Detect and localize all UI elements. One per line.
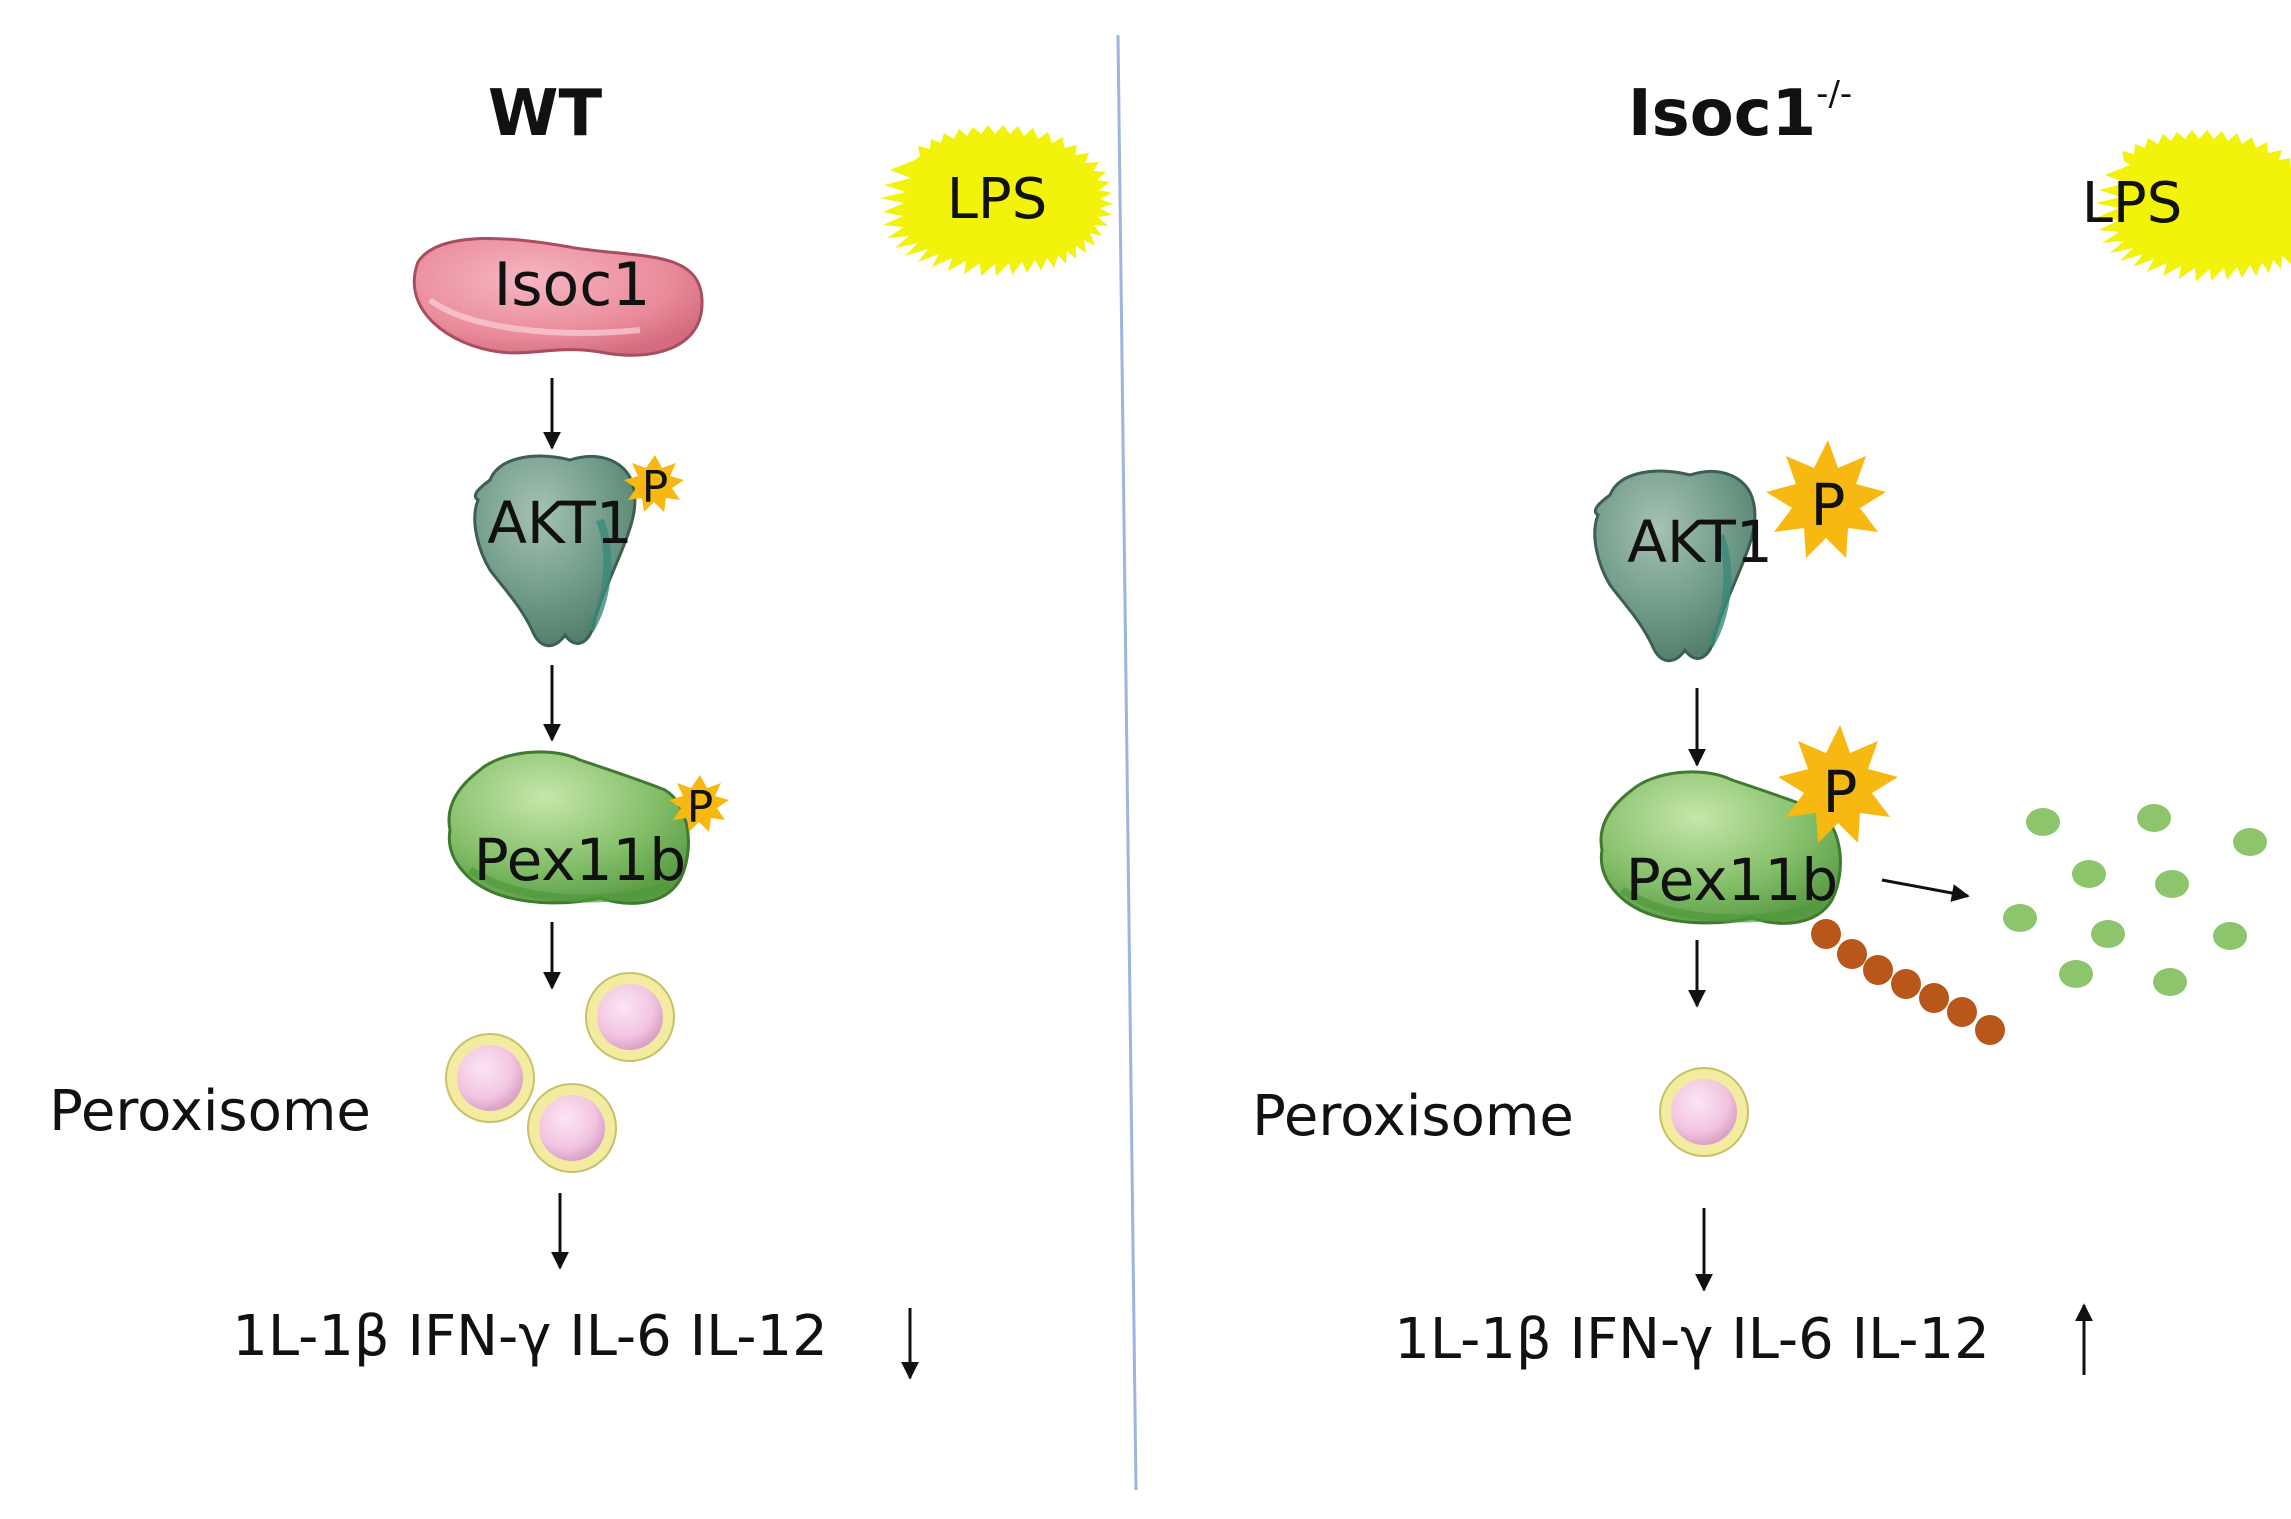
ko-pex11b-phospho-label: P bbox=[1823, 758, 1858, 826]
wt-cytokines: 1L-1β IFN-γ IL-6 IL-12 bbox=[232, 1304, 828, 1369]
ko-akt1-phospho-label: P bbox=[1811, 471, 1846, 539]
wt-pex11b-phospho-label: P bbox=[687, 782, 714, 833]
degradation-fragments bbox=[2003, 804, 2267, 996]
wt-peroxisomes bbox=[445, 972, 675, 1173]
wt-panel: WT LPS Isoc1 P AKT1 bbox=[49, 77, 1113, 1380]
ubiquitin-chain bbox=[1811, 919, 2005, 1045]
ko-lps-label: LPS bbox=[2082, 171, 2183, 236]
ko-akt1-label: AKT1 bbox=[1627, 508, 1773, 576]
ko-lps-burst: LPS bbox=[2082, 130, 2291, 281]
ko-pex11b-phospho-burst: P bbox=[1778, 725, 1898, 843]
panel-divider bbox=[1116, 34, 1138, 1491]
ko-title: Isoc1-/- bbox=[1628, 74, 1852, 151]
wt-akt1-label: AKT1 bbox=[487, 489, 633, 557]
wt-akt1-phospho-label: P bbox=[642, 462, 669, 513]
ko-peroxisome-label: Peroxisome bbox=[1252, 1084, 1574, 1149]
wt-pex11b-label: Pex11b bbox=[474, 826, 687, 894]
ko-panel: Isoc1-/- LPS P AKT1 P bbox=[1252, 74, 2291, 1375]
ko-akt1-protein: P AKT1 bbox=[1593, 440, 1886, 663]
wt-lps-label: LPS bbox=[947, 167, 1048, 232]
peroxisome-organelle bbox=[445, 1033, 535, 1123]
isoc1-label: Isoc1 bbox=[494, 250, 651, 320]
ko-pex11b-protein: P Pex11b bbox=[1599, 725, 2005, 1045]
ko-title-superscript: -/- bbox=[1816, 74, 1852, 114]
peroxisome-organelle bbox=[585, 972, 675, 1062]
arrow-degradation bbox=[1881, 878, 1970, 902]
ko-akt1-phospho-burst: P bbox=[1766, 440, 1886, 558]
ko-pex11b-label: Pex11b bbox=[1626, 846, 1839, 914]
ko-title-main: Isoc1 bbox=[1628, 77, 1816, 151]
ko-cytokines: 1L-1β IFN-γ IL-6 IL-12 bbox=[1394, 1307, 1990, 1372]
wt-pex11b-protein: P Pex11b bbox=[447, 750, 729, 905]
wt-akt1-protein: P AKT1 bbox=[473, 454, 684, 648]
isoc1-protein: Isoc1 bbox=[412, 237, 704, 357]
wt-lps-burst: LPS bbox=[880, 125, 1113, 276]
wt-title: WT bbox=[488, 77, 603, 151]
wt-pex11b-phospho-burst: P bbox=[669, 775, 729, 833]
wt-peroxisome-label: Peroxisome bbox=[49, 1079, 371, 1144]
ko-peroxisome-organelle bbox=[1659, 1067, 1749, 1157]
wt-akt1-phospho-burst: P bbox=[624, 455, 684, 513]
peroxisome-organelle bbox=[527, 1083, 617, 1173]
